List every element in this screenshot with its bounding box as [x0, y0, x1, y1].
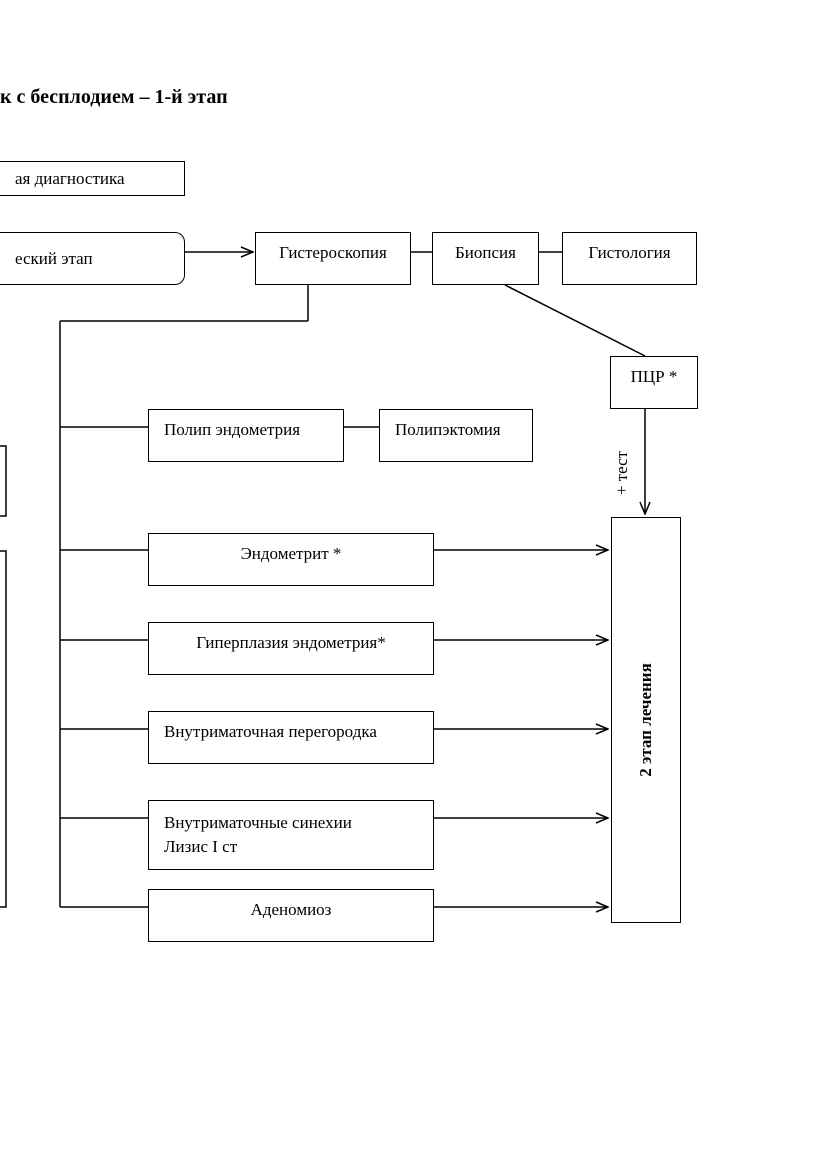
- polypectomy-box: Полипэктомия: [379, 409, 533, 462]
- polyp-box: Полип эндометрия: [148, 409, 344, 462]
- synechiae-label-line2: Лизис I ст: [164, 837, 238, 856]
- histology-label: Гистология: [588, 243, 671, 262]
- line-biopsy-pcr: [504, 284, 646, 357]
- polypectomy-label: Полипэктомия: [395, 420, 501, 439]
- polyp-label: Полип эндометрия: [164, 420, 301, 439]
- pcr-label: ПЦР *: [630, 367, 678, 386]
- histology-box: Гистология: [562, 232, 697, 285]
- test-label: + тест: [612, 450, 631, 496]
- hyperplasia-label: Гиперплазия эндометрия*: [196, 633, 386, 652]
- pcr-box: ПЦР *: [610, 356, 698, 409]
- diagnostics-box: ая диагностика: [0, 161, 185, 196]
- synechiae-label-line1: Внутриматочные синехии: [164, 813, 352, 832]
- synechiae-box: Внутриматочные синехии Лизис I ст: [148, 800, 434, 870]
- biopsy-label: Биопсия: [455, 243, 516, 262]
- hysteroscopy-label: Гистероскопия: [279, 243, 387, 262]
- stage-label: еский этап: [15, 248, 93, 268]
- septum-label: Внутриматочная перегородка: [164, 722, 377, 741]
- stage2-box: [611, 517, 681, 923]
- septum-box: Внутриматочная перегородка: [148, 711, 434, 764]
- stage-box: еский этап: [0, 232, 185, 285]
- endometritis-box: Эндометрит *: [148, 533, 434, 586]
- biopsy-box: Биопсия: [432, 232, 539, 285]
- hyperplasia-box: Гиперплазия эндометрия*: [148, 622, 434, 675]
- endometritis-label: Эндометрит *: [240, 544, 342, 563]
- left-partial-box-top: [0, 445, 7, 517]
- diagnostics-label: ая диагностика: [15, 168, 125, 188]
- page-title: к с бесплодием – 1-й этап: [0, 86, 228, 108]
- adenomyosis-box: Аденомиоз: [148, 889, 434, 942]
- test-label-wrap: + тест: [604, 448, 640, 498]
- left-partial-box-bottom: [0, 550, 7, 908]
- hysteroscopy-box: Гистероскопия: [255, 232, 411, 285]
- adenomyosis-label: Аденомиоз: [250, 900, 332, 919]
